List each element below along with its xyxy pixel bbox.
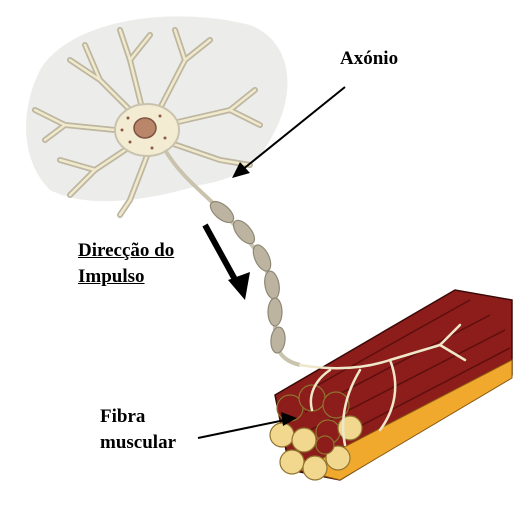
impulse-direction-label-line2: Impulso — [78, 266, 145, 288]
impulse-arrow — [205, 225, 238, 285]
axon-label: Axónio — [340, 48, 398, 70]
muscle-fiber-label-line1: Fibra — [100, 406, 145, 428]
muscle-fiber-label-line2: muscular — [100, 432, 176, 454]
nucleus — [134, 118, 156, 138]
impulse-direction-label-line1: Direcção do — [78, 240, 174, 262]
